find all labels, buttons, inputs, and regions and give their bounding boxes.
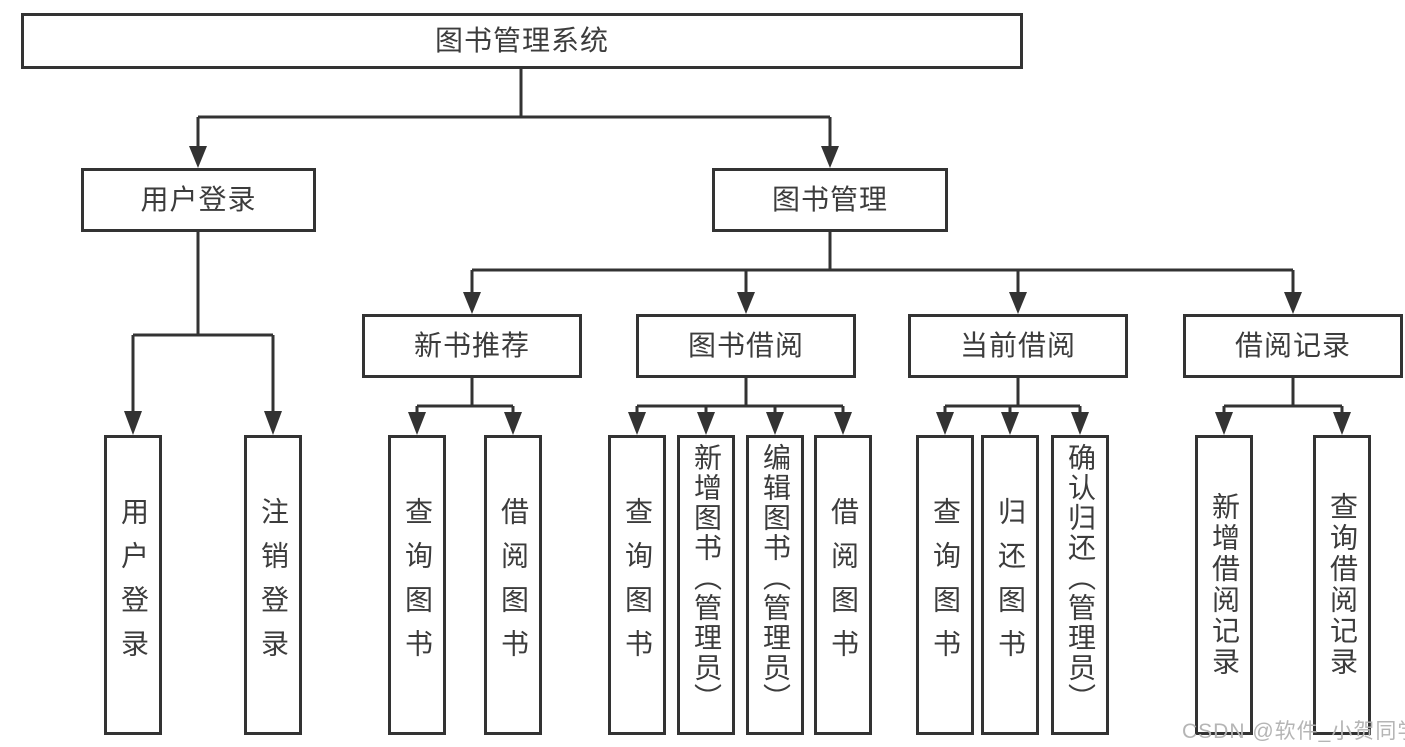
node-library-system: 图书管理系统	[21, 13, 1023, 69]
node-leaf-query-books-1-label: 查询图书	[402, 497, 433, 673]
node-current-borrowing: 当前借阅	[908, 314, 1128, 378]
node-new-book-recommendation: 新书推荐	[362, 314, 582, 378]
node-leaf-borrow-books-1-label: 借阅图书	[498, 497, 529, 673]
connector-bookmgmt-to-level3	[463, 232, 1302, 314]
node-leaf-query-books-2: 查询图书	[608, 435, 666, 735]
node-leaf-add-borrow-record: 新增借阅记录	[1195, 435, 1253, 735]
connector-currentborrow-to-leaves	[936, 378, 1089, 435]
node-leaf-user-login-label: 用户登录	[118, 497, 149, 673]
node-leaf-logout-label: 注销登录	[258, 497, 289, 673]
connector-root-to-level2	[189, 69, 839, 168]
node-book-management-label: 图书管理	[771, 184, 888, 215]
node-leaf-query-books-2-label: 查询图书	[622, 497, 653, 673]
node-leaf-add-books-admin: 新增图书（管理员）	[677, 435, 735, 735]
node-leaf-query-borrow-record-label: 查询借阅记录	[1327, 492, 1358, 678]
node-book-borrowing: 图书借阅	[636, 314, 856, 378]
node-book-management: 图书管理	[712, 168, 948, 232]
node-leaf-return-books-label: 归还图书	[995, 497, 1026, 673]
node-current-borrowing-label: 当前借阅	[959, 330, 1076, 361]
connector-borrowrecords-to-leaves	[1215, 378, 1351, 435]
node-borrowing-records-label: 借阅记录	[1234, 330, 1351, 361]
node-leaf-query-books-3: 查询图书	[916, 435, 974, 735]
node-user-login: 用户登录	[81, 168, 316, 232]
node-leaf-edit-books-admin: 编辑图书（管理员）	[746, 435, 804, 735]
node-leaf-confirm-return-admin: 确认归还（管理员）	[1051, 435, 1109, 735]
node-leaf-query-books-1: 查询图书	[388, 435, 446, 735]
node-user-login-label: 用户登录	[140, 184, 257, 215]
node-leaf-user-login: 用户登录	[104, 435, 162, 735]
node-leaf-add-borrow-record-label: 新增借阅记录	[1209, 492, 1240, 678]
node-leaf-borrow-books-2: 借阅图书	[814, 435, 872, 735]
node-library-system-label: 图书管理系统	[434, 25, 609, 56]
connector-bookborrow-to-leaves	[628, 378, 852, 435]
node-leaf-query-borrow-record: 查询借阅记录	[1313, 435, 1371, 735]
node-leaf-query-books-3-label: 查询图书	[930, 497, 961, 673]
csdn-watermark: CSDN @软件_小贺同学	[1182, 720, 1405, 743]
node-leaf-logout: 注销登录	[244, 435, 302, 735]
node-borrowing-records: 借阅记录	[1183, 314, 1403, 378]
connector-newbooks-to-leaves	[408, 378, 522, 435]
node-leaf-add-books-admin-label: 新增图书（管理员）	[691, 443, 722, 713]
connector-userlogin-to-leaves	[124, 232, 282, 435]
node-leaf-edit-books-admin-label: 编辑图书（管理员）	[760, 443, 791, 713]
node-leaf-return-books: 归还图书	[981, 435, 1039, 735]
node-leaf-borrow-books-1: 借阅图书	[484, 435, 542, 735]
node-book-borrowing-label: 图书借阅	[687, 330, 804, 361]
node-leaf-confirm-return-admin-label: 确认归还（管理员）	[1065, 443, 1096, 713]
node-new-book-recommendation-label: 新书推荐	[413, 330, 530, 361]
node-leaf-borrow-books-2-label: 借阅图书	[828, 497, 859, 673]
